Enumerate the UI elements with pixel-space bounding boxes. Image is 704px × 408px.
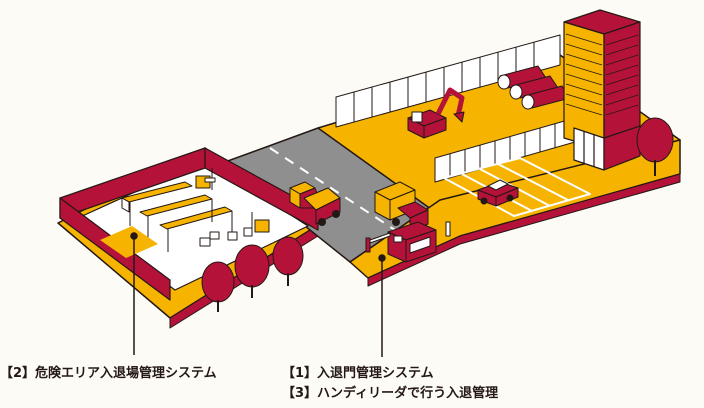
fence-back (335, 34, 561, 128)
office-building-icon (563, 9, 641, 171)
tree-icon (272, 236, 304, 286)
crates (199, 231, 238, 247)
warehouse-yard (100, 226, 158, 258)
storage-racks (121, 181, 233, 230)
label-hazard-area-system: 【2】危険エリア入退場管理システム (0, 366, 217, 381)
ground-front-edge (367, 173, 681, 287)
tree-icon (636, 117, 674, 176)
label-gate-management-system: 【1】入退門管理システム (282, 366, 434, 381)
tree-icon (201, 261, 235, 312)
road-centerline (269, 147, 396, 231)
forklift-icon (243, 212, 270, 237)
car-icon (477, 179, 519, 207)
warehouse-wall-right (204, 147, 319, 231)
truck-icon (289, 181, 341, 226)
rack-posts (129, 199, 233, 252)
warehouse (59, 147, 319, 301)
label-handy-reader: 【3】ハンディリーダで行う入退管理 (282, 386, 499, 401)
forklift-icon (195, 168, 216, 190)
excavator-icon (407, 87, 465, 139)
tree-icon (234, 244, 270, 298)
barrier-icon (365, 221, 451, 253)
pipes-icon (497, 65, 571, 110)
building-windows (565, 33, 639, 116)
gate-booth-icon (387, 221, 437, 263)
callout-lines (130, 232, 386, 357)
